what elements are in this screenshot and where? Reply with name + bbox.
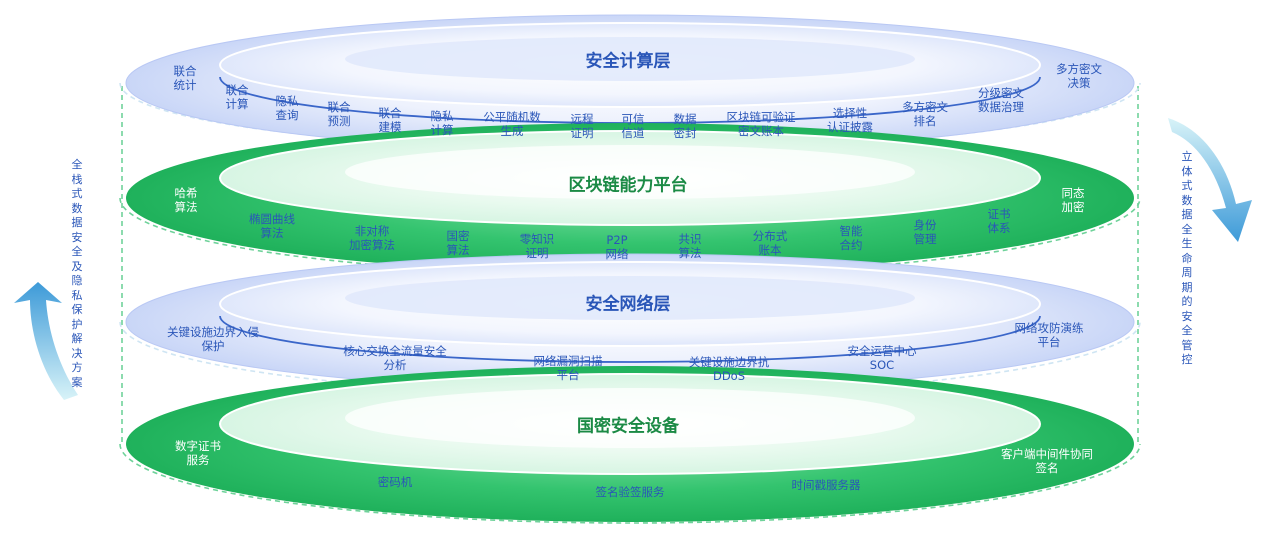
left-side-caption: 全栈式数据安全及隐私保护解决方案 [71, 158, 83, 389]
layer-title-guomi-devices: 国密安全设备 [577, 416, 679, 437]
right-down-arrow [1168, 118, 1252, 242]
right-side-caption: 立体式数据全生命周期的安全管控 [1181, 150, 1193, 366]
layer-title-security-network: 安全网络层 [585, 294, 671, 315]
left-up-arrow [14, 282, 78, 400]
layer-title-security-compute: 安全计算层 [585, 51, 671, 72]
layer-title-blockchain-platform: 区块链能力平台 [568, 175, 688, 196]
